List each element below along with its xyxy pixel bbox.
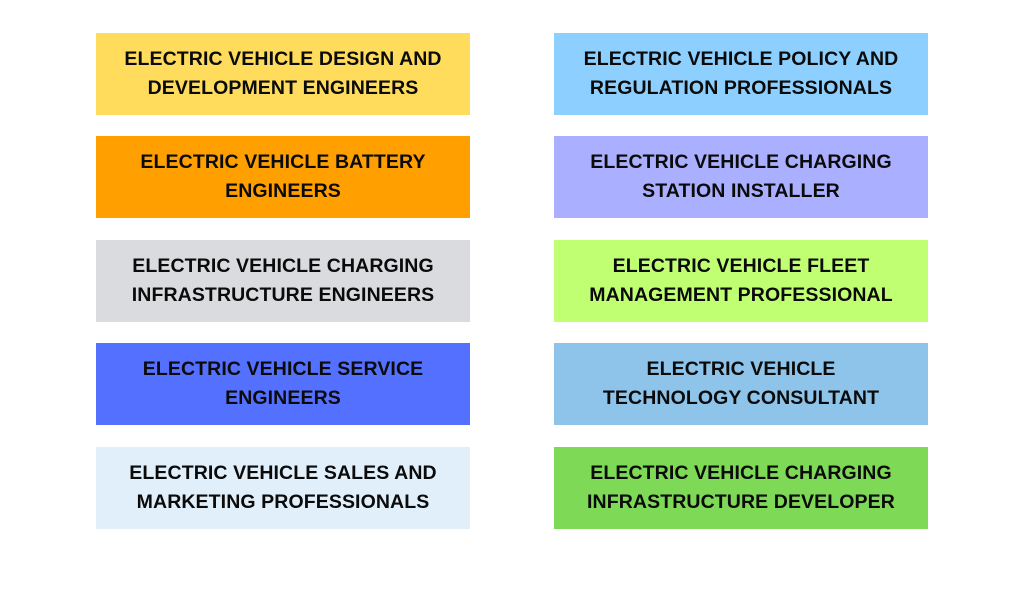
box-label: ELECTRIC VEHICLE SALES AND MARKETING PRO… — [129, 462, 437, 513]
ev-sales-marketing-professionals-box: ELECTRIC VEHICLE SALES AND MARKETING PRO… — [96, 447, 470, 529]
box-label: ELECTRIC VEHICLE TECHNOLOGY CONSULTANT — [602, 358, 880, 409]
ev-design-development-engineers-box: ELECTRIC VEHICLE DESIGN AND DEVELOPMENT … — [96, 33, 470, 115]
box-label: ELECTRIC VEHICLE POLICY AND REGULATION P… — [583, 48, 899, 99]
ev-technology-consultant-box: ELECTRIC VEHICLE TECHNOLOGY CONSULTANT — [554, 343, 928, 425]
ev-charging-station-installer-box: ELECTRIC VEHICLE CHARGING STATION INSTAL… — [554, 136, 928, 218]
box-label: ELECTRIC VEHICLE SERVICE ENGINEERS — [142, 358, 424, 409]
ev-charging-infrastructure-engineers-box: ELECTRIC VEHICLE CHARGING INFRASTRUCTURE… — [96, 240, 470, 322]
box-label: ELECTRIC VEHICLE FLEET MANAGEMENT PROFES… — [589, 255, 893, 306]
box-label: ELECTRIC VEHICLE CHARGING INFRASTRUCTURE… — [131, 255, 435, 306]
box-label: ELECTRIC VEHICLE CHARGING STATION INSTAL… — [590, 151, 892, 202]
ev-service-engineers-box: ELECTRIC VEHICLE SERVICE ENGINEERS — [96, 343, 470, 425]
ev-fleet-management-professional-box: ELECTRIC VEHICLE FLEET MANAGEMENT PROFES… — [554, 240, 928, 322]
ev-charging-infrastructure-developer-box: ELECTRIC VEHICLE CHARGING INFRASTRUCTURE… — [554, 447, 928, 529]
ev-battery-engineers-box: ELECTRIC VEHICLE BATTERY ENGINEERS — [96, 136, 470, 218]
box-label: ELECTRIC VEHICLE DESIGN AND DEVELOPMENT … — [124, 48, 442, 99]
box-label: ELECTRIC VEHICLE CHARGING INFRASTRUCTURE… — [587, 462, 895, 513]
box-label: ELECTRIC VEHICLE BATTERY ENGINEERS — [140, 151, 426, 202]
ev-policy-regulation-professionals-box: ELECTRIC VEHICLE POLICY AND REGULATION P… — [554, 33, 928, 115]
